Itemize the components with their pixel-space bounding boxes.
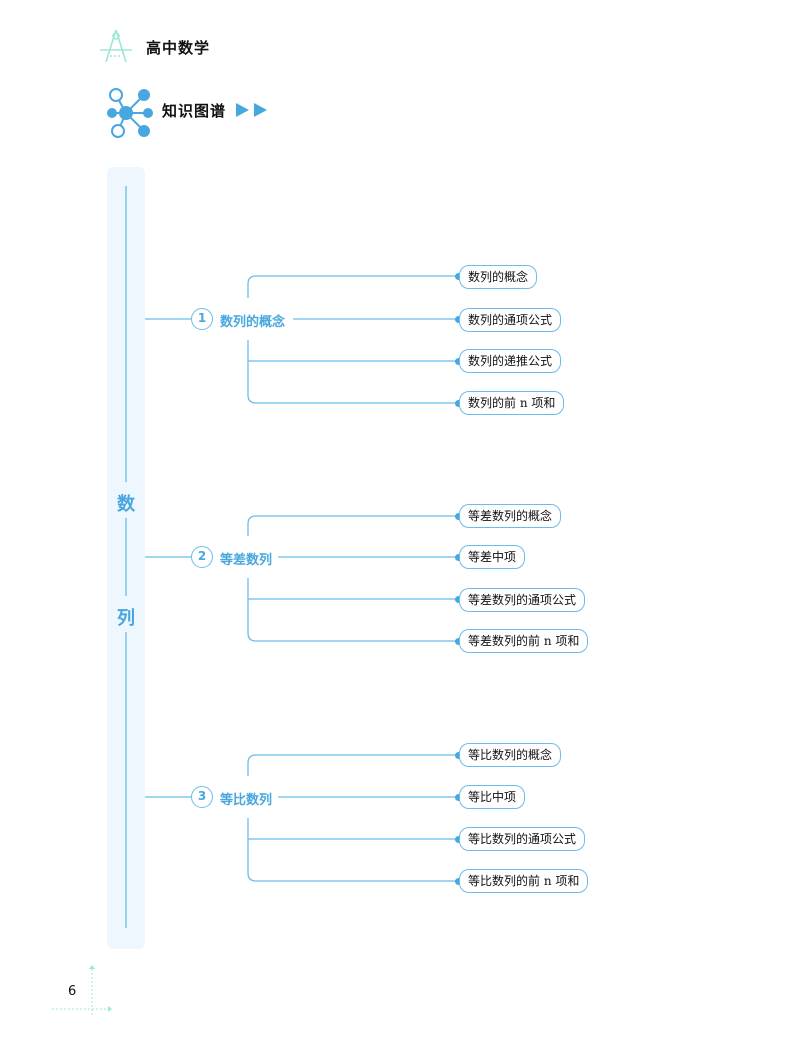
topic-char-1: 数 bbox=[117, 494, 135, 515]
leaf-dot bbox=[455, 752, 462, 759]
leaf-item: 等比数列的前 n 项和 bbox=[459, 869, 589, 893]
leaf-item: 数列的通项公式 bbox=[459, 308, 562, 332]
leaf-dot bbox=[455, 878, 462, 885]
leaf-item: 数列的递推公式 bbox=[459, 349, 562, 373]
book-title: 高中数学 bbox=[146, 39, 211, 57]
compass-logo-icon bbox=[100, 29, 132, 63]
leaf-item: 数列的概念 bbox=[459, 265, 538, 289]
group-number-1: 1 bbox=[191, 308, 213, 330]
leaf-dot bbox=[455, 358, 462, 365]
leaf-item: 数列的前 n 项和 bbox=[459, 391, 565, 415]
leaf-dot bbox=[455, 316, 462, 323]
leaf-dot bbox=[455, 554, 462, 561]
leaf-item: 等差数列的概念 bbox=[459, 504, 562, 528]
group-number-2: 2 bbox=[191, 546, 213, 568]
leaf-item: 等差中项 bbox=[459, 545, 526, 569]
leaf-dot bbox=[455, 400, 462, 407]
leaf-dot bbox=[455, 273, 462, 280]
group-title-3: 等比数列 bbox=[220, 793, 273, 808]
leaf-item: 等差数列的通项公式 bbox=[459, 588, 586, 612]
section-title: 知识图谱 bbox=[162, 102, 227, 120]
page-number: 6 bbox=[68, 984, 77, 999]
leaf-item: 等比数列的概念 bbox=[459, 743, 562, 767]
leaf-item: 等比中项 bbox=[459, 785, 526, 809]
topic-char-2: 列 bbox=[117, 608, 135, 629]
leaf-dot bbox=[455, 638, 462, 645]
axis-decoration-icon bbox=[52, 965, 112, 1017]
leaf-dot bbox=[455, 794, 462, 801]
group-title-2: 等差数列 bbox=[220, 553, 273, 568]
group-number-3: 3 bbox=[191, 786, 213, 808]
knowledge-network-icon bbox=[107, 88, 153, 138]
leaf-item: 等比数列的通项公式 bbox=[459, 827, 586, 851]
leaf-dot bbox=[455, 836, 462, 843]
leaf-dot bbox=[455, 596, 462, 603]
double-arrow-icon bbox=[236, 103, 267, 117]
leaf-dot bbox=[455, 513, 462, 520]
group-title-1: 数列的概念 bbox=[220, 315, 286, 330]
leaf-item: 等差数列的前 n 项和 bbox=[459, 629, 589, 653]
